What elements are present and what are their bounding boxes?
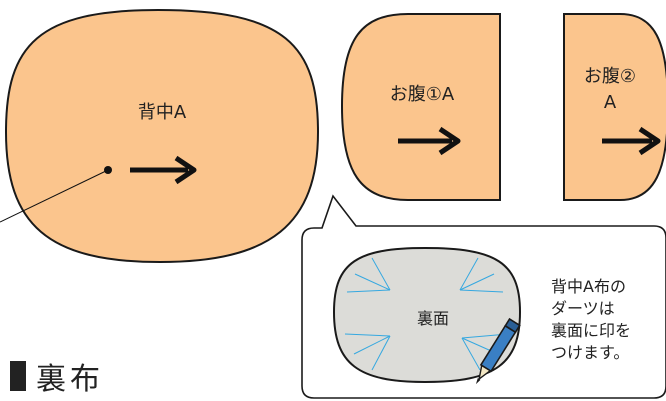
heading-marker <box>10 361 26 391</box>
belly-piece-1: お腹①A <box>340 13 501 201</box>
back-piece-reverse-shape <box>332 246 522 384</box>
leader-line <box>0 169 109 223</box>
callout-note-line-1: 背中A布の <box>551 277 626 296</box>
back-piece-label: 背中A <box>138 102 187 123</box>
belly-piece-2-label-line1: お腹② <box>584 66 636 87</box>
section-heading: 裏布 <box>10 354 104 398</box>
callout-bubble: 裏面 背中A布の ダーツは 裏面に印を つけます。 <box>301 194 666 399</box>
belly-piece-2: お腹② A <box>563 13 666 201</box>
section-heading-text: 裏布 <box>36 362 104 397</box>
back-piece-reverse: 裏面 <box>332 246 522 384</box>
back-piece-shape <box>4 8 320 264</box>
back-piece: 背中A <box>0 8 320 264</box>
dart-lines <box>344 257 509 371</box>
belly-piece-2-label-line2: A <box>604 92 617 113</box>
callout-note-line-3: 裏面に印を <box>551 321 631 340</box>
belly-piece-1-label: お腹①A <box>390 84 455 105</box>
grain-arrow-icon <box>602 126 661 156</box>
callout-note-line-4: つけます。 <box>551 343 629 362</box>
grain-arrow-icon <box>130 155 197 185</box>
pen-icon <box>475 317 521 385</box>
grain-arrow-icon <box>398 126 461 156</box>
callout-note-line-2: ダーツは <box>551 299 615 318</box>
belly-piece-1-shape <box>340 13 501 201</box>
reverse-side-label: 裏面 <box>417 309 449 328</box>
